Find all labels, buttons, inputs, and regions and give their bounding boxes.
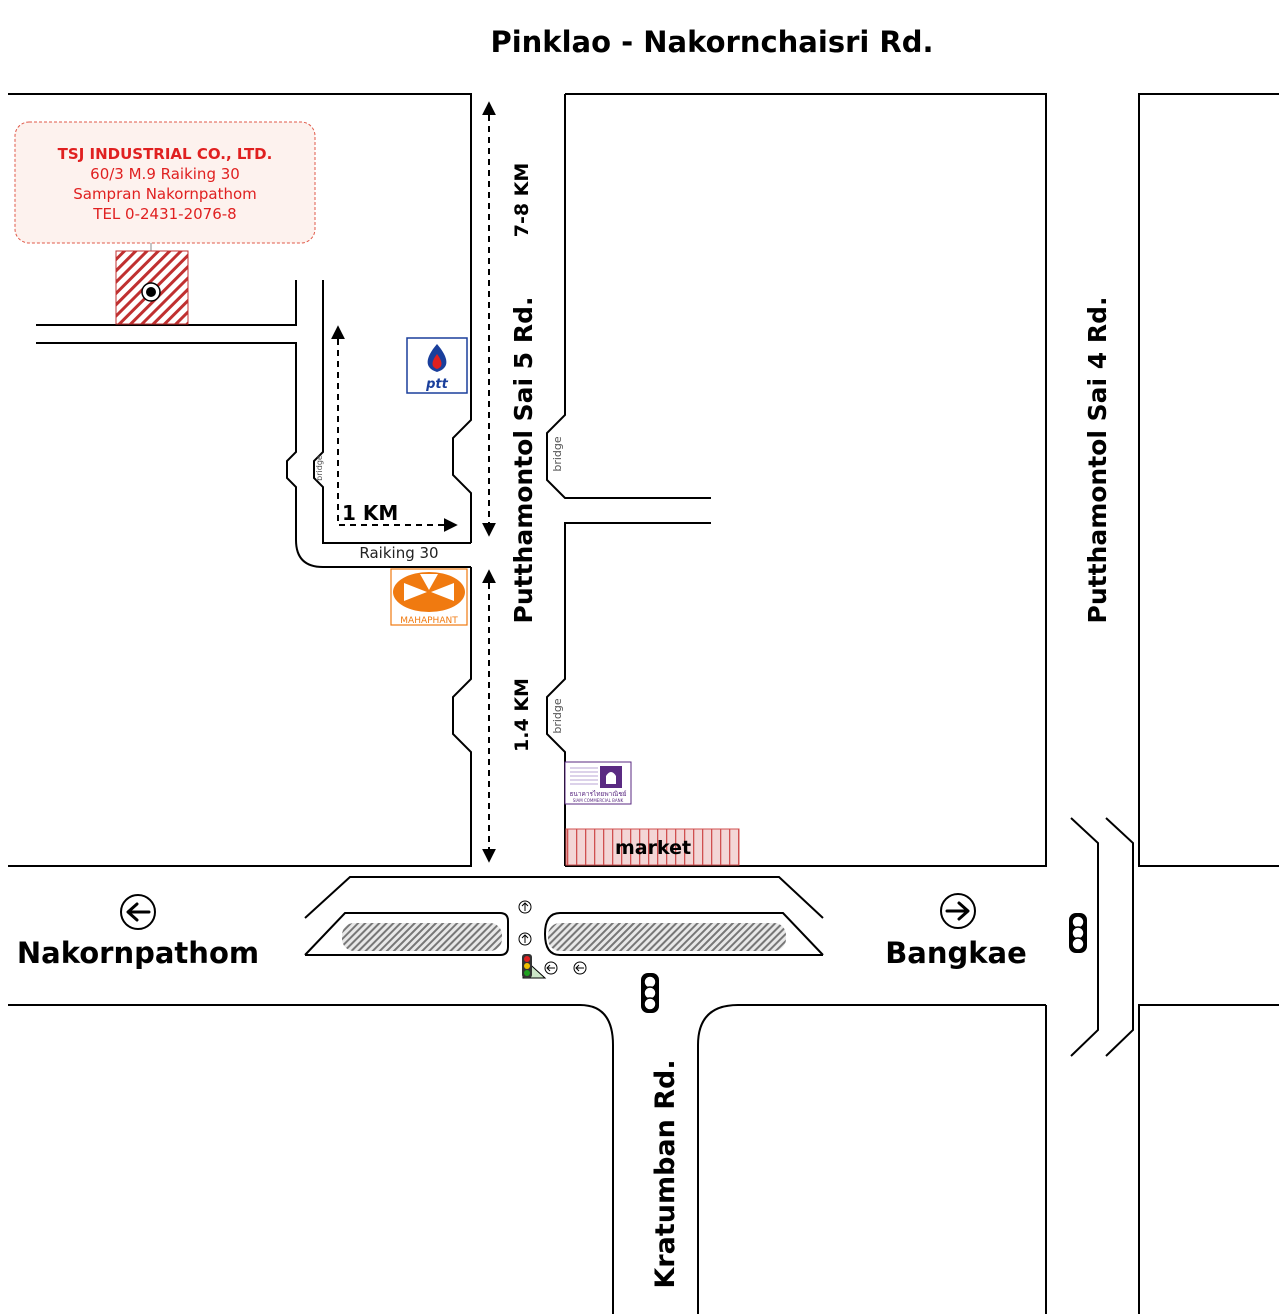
- company-address-1: 60/3 M.9 Raiking 30: [90, 165, 240, 183]
- arrow-left-circle-icon: [120, 894, 156, 930]
- distance-south-label: 1.4 KM: [511, 678, 533, 752]
- turn-signal-icon: [522, 954, 547, 979]
- arrow-right-circle-icon: [940, 893, 976, 929]
- mahaphant-label: MAHAPHANT: [400, 616, 458, 626]
- market-label: market: [615, 837, 691, 859]
- bridge-label-3: bridge: [315, 455, 324, 481]
- road-network: [8, 93, 1279, 1314]
- location-pin-icon: [141, 282, 161, 302]
- raiking-route-arrow: [331, 325, 458, 532]
- traffic-light-icon: [640, 972, 660, 1014]
- ptt-label: ptt: [425, 377, 449, 392]
- traffic-light-icon: [1068, 912, 1088, 954]
- scb-thai-label: ธนาคารไทยพาณิชย์: [569, 790, 626, 798]
- company-address-2: Sampran Nakornpathom: [73, 185, 257, 203]
- lane-arrow-icons: [518, 900, 587, 975]
- median-east: [548, 923, 786, 951]
- road-raiking30: Raiking 30: [359, 544, 438, 562]
- bridge-label-1: bridge: [551, 436, 564, 472]
- distance-raiking-label: 1 KM: [342, 501, 398, 525]
- distance-north-label: 7-8 KM: [511, 163, 533, 238]
- company-name: TSJ INDUSTRIAL CO., LTD.: [58, 145, 273, 163]
- company-tel: TEL 0-2431-2076-8: [92, 205, 236, 223]
- road-kratumban: Kratumban Rd.: [650, 1059, 681, 1288]
- road-putthamontol4: Putthamontol Sai 4 Rd.: [1083, 296, 1112, 623]
- road-putthamontol5: Putthamontol Sai 5 Rd.: [509, 296, 538, 623]
- direction-west-label: Nakornpathom: [17, 936, 259, 970]
- company-callout: TSJ INDUSTRIAL CO., LTD. 60/3 M.9 Raikin…: [14, 121, 316, 282]
- market-area: [565, 828, 740, 866]
- map-title: Pinklao - Nakornchaisri Rd.: [490, 25, 933, 59]
- ptt-station-logo: ptt: [406, 337, 468, 394]
- scb-bank-logo: ธนาคารไทยพาณิชย์ SIAM COMMERCIAL BANK: [564, 761, 632, 805]
- scb-en-label: SIAM COMMERCIAL BANK: [573, 798, 624, 803]
- bridge-label-2: bridge: [551, 698, 564, 734]
- direction-east-label: Bangkae: [885, 936, 1027, 970]
- mahaphant-logo: MAHAPHANT: [390, 568, 468, 626]
- median-west: [342, 923, 502, 951]
